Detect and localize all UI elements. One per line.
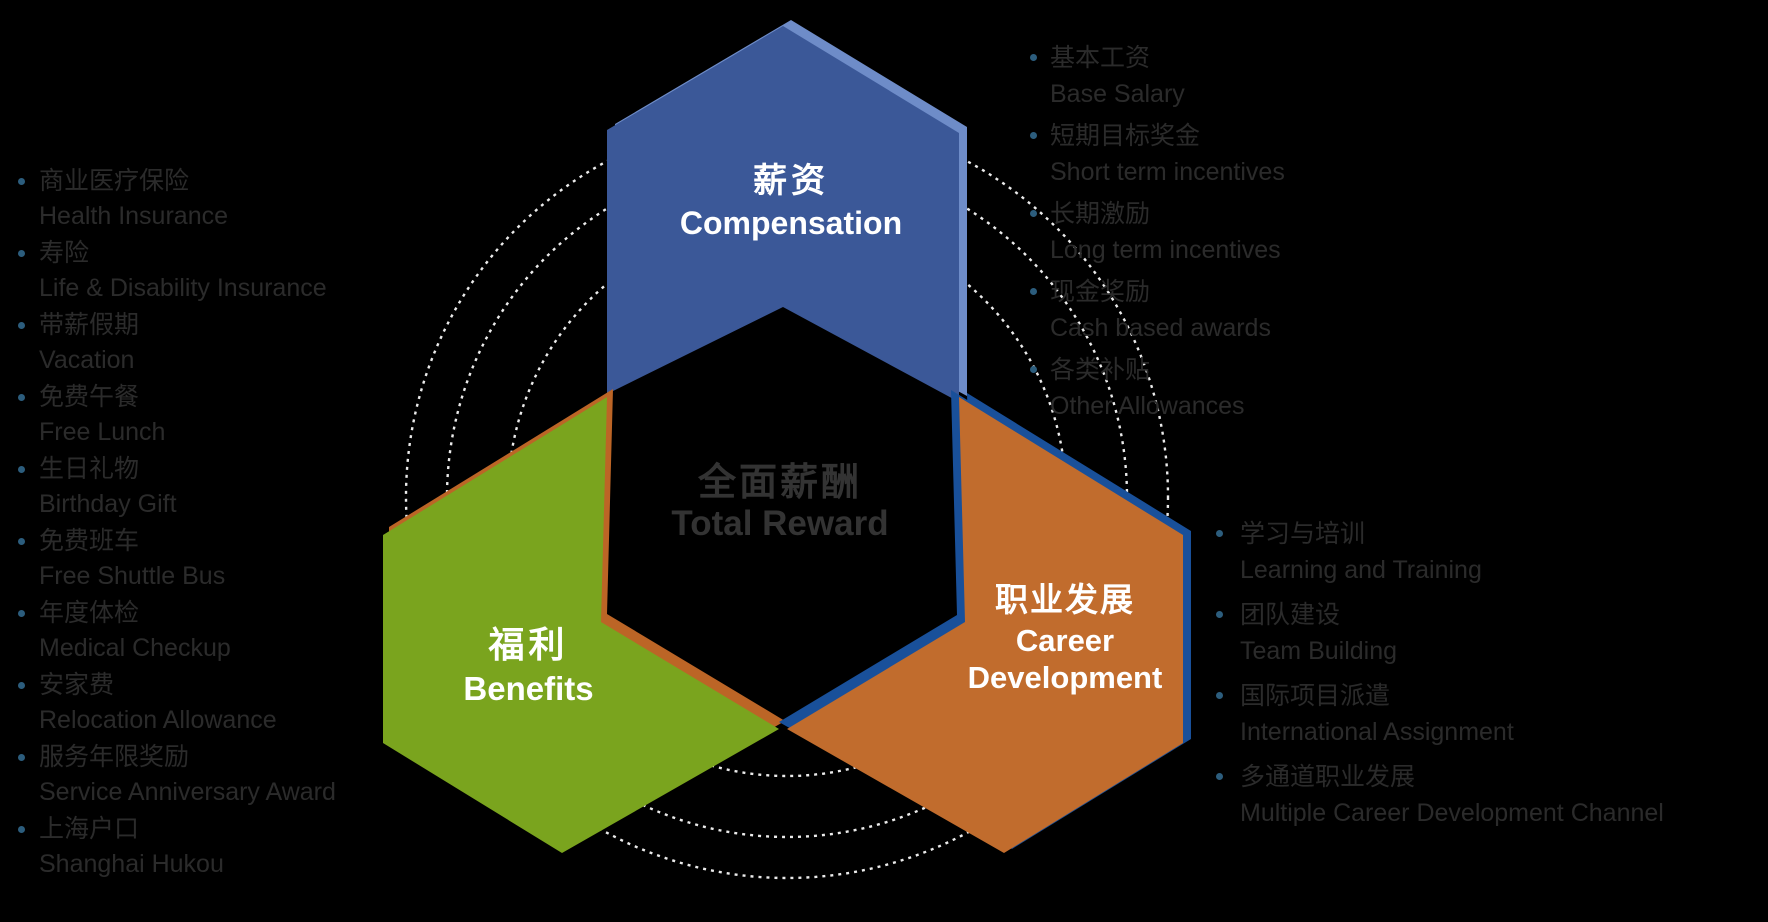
item-en-label: Multiple Career Development Channel [1240,799,1664,827]
item-zh-label: 学习与培训 [1240,520,1366,548]
compensation-hexagon [607,26,959,402]
list-item: 免费午餐 Free Lunch [18,380,398,450]
item-en-label: Life & Disability Insurance [39,274,327,302]
item-zh-label: 生日礼物 [39,455,140,483]
list-item: 生日礼物 Birthday Gift [18,452,398,522]
item-zh-label: 基本工资 [1050,44,1151,72]
item-en-label: Free Shuttle Bus [39,562,226,590]
total-reward-label-en: Total Reward [671,504,889,543]
item-zh-label: 安家费 [39,671,115,699]
item-en-label: Medical Checkup [39,634,231,662]
item-zh-label: 现金奖励 [1050,278,1151,306]
list-item: 现金奖励 Cash based awards [1030,274,1490,346]
career-hexagon [787,397,1183,853]
list-item: 带薪假期 Vacation [18,308,398,378]
bullet-icon [18,394,25,401]
item-en-label: Team Building [1240,637,1398,665]
bullet-icon [18,538,25,545]
bullet-icon [1216,611,1223,618]
list-item: 短期目标奖金 Short term incentives [1030,118,1490,190]
benefits-label-en: Benefits [463,670,594,707]
bullet-icon [1216,530,1223,537]
item-en-label: Other Allowances [1050,392,1245,420]
list-item: 基本工资 Base Salary [1030,40,1490,112]
bullet-icon [18,682,25,689]
compensation-label: 薪资 Compensation [616,160,966,244]
item-zh-label: 免费午餐 [39,383,140,411]
item-en-label: Health Insurance [39,202,229,230]
item-en-label: Birthday Gift [39,490,177,518]
item-en-label: Base Salary [1050,80,1185,108]
benefits-items-list: 商业医疗保险 Health Insurance 寿险 Life & Disabi… [18,164,398,884]
item-zh-label: 带薪假期 [39,311,140,339]
list-item: 商业医疗保险 Health Insurance [18,164,398,234]
bullet-icon [1030,210,1037,217]
item-zh-label: 免费班车 [39,527,140,555]
item-zh-label: 多通道职业发展 [1240,763,1416,791]
bullet-icon [18,754,25,761]
bullet-icon [1030,288,1037,295]
item-zh-label: 团队建设 [1240,601,1341,629]
item-en-label: Cash based awards [1050,314,1271,342]
compensation-label-en: Compensation [679,205,903,241]
list-item: 服务年限奖励 Service Anniversary Award [18,740,398,810]
list-item: 安家费 Relocation Allowance [18,668,398,738]
bullet-icon [1216,773,1223,780]
item-zh-label: 寿险 [39,239,90,267]
bullet-icon [18,826,25,833]
item-zh-label: 上海户口 [39,815,140,843]
list-item: 学习与培训 Learning and Training [1216,516,1736,588]
item-en-label: Shanghai Hukou [39,850,224,878]
career-label-en-2: Development [967,660,1163,695]
compensation-label-zh: 薪资 [753,162,829,200]
list-item: 上海户口 Shanghai Hukou [18,812,398,882]
bullet-icon [18,610,25,617]
bullet-icon [1216,692,1223,699]
item-zh-label: 商业医疗保险 [39,167,190,195]
item-zh-label: 长期激励 [1050,200,1151,228]
bullet-icon [18,178,25,185]
total-reward-label-zh: 全面薪酬 [697,462,862,504]
list-item: 长期激励 Long term incentives [1030,196,1490,268]
item-en-label: Relocation Allowance [39,706,277,734]
bullet-icon [1030,132,1037,139]
item-zh-label: 服务年限奖励 [39,743,190,771]
item-zh-label: 各类补贴 [1050,356,1151,384]
list-item: 各类补贴 Other Allowances [1030,352,1490,424]
item-zh-label: 年度体检 [39,599,140,627]
career-label-zh: 职业发展 [995,581,1135,618]
career-items-list: 学习与培训 Learning and Training 团队建设 Team Bu… [1216,516,1736,840]
bullet-icon [18,250,25,257]
item-en-label: Short term incentives [1050,158,1285,186]
bullet-icon [1030,54,1037,61]
item-en-label: International Assignment [1240,718,1514,746]
list-item: 团队建设 Team Building [1216,597,1736,669]
benefits-label-zh: 福利 [488,624,569,665]
career-label: 职业发展 Career Development [930,578,1200,696]
item-en-label: Learning and Training [1240,556,1482,584]
item-en-label: Free Lunch [39,418,166,446]
item-zh-label: 短期目标奖金 [1050,122,1201,150]
item-en-label: Long term incentives [1050,236,1281,264]
list-item: 免费班车 Free Shuttle Bus [18,524,398,594]
list-item: 年度体检 Medical Checkup [18,596,398,666]
compensation-items-list: 基本工资 Base Salary 短期目标奖金 Short term incen… [1030,40,1490,430]
benefits-label: 福利 Benefits [396,622,661,710]
career-label-en-1: Career [1015,623,1115,658]
bullet-icon [18,466,25,473]
bullet-icon [18,322,25,329]
total-reward-label: 全面薪酬 Total Reward [625,462,935,544]
list-item: 国际项目派遣 International Assignment [1216,678,1736,750]
list-item: 寿险 Life & Disability Insurance [18,236,398,306]
bullet-icon [1030,366,1037,373]
item-zh-label: 国际项目派遣 [1240,682,1391,710]
item-en-label: Service Anniversary Award [39,778,336,806]
item-en-label: Vacation [39,346,135,374]
benefits-hexagon [383,397,779,853]
list-item: 多通道职业发展 Multiple Career Development Chan… [1216,759,1736,831]
